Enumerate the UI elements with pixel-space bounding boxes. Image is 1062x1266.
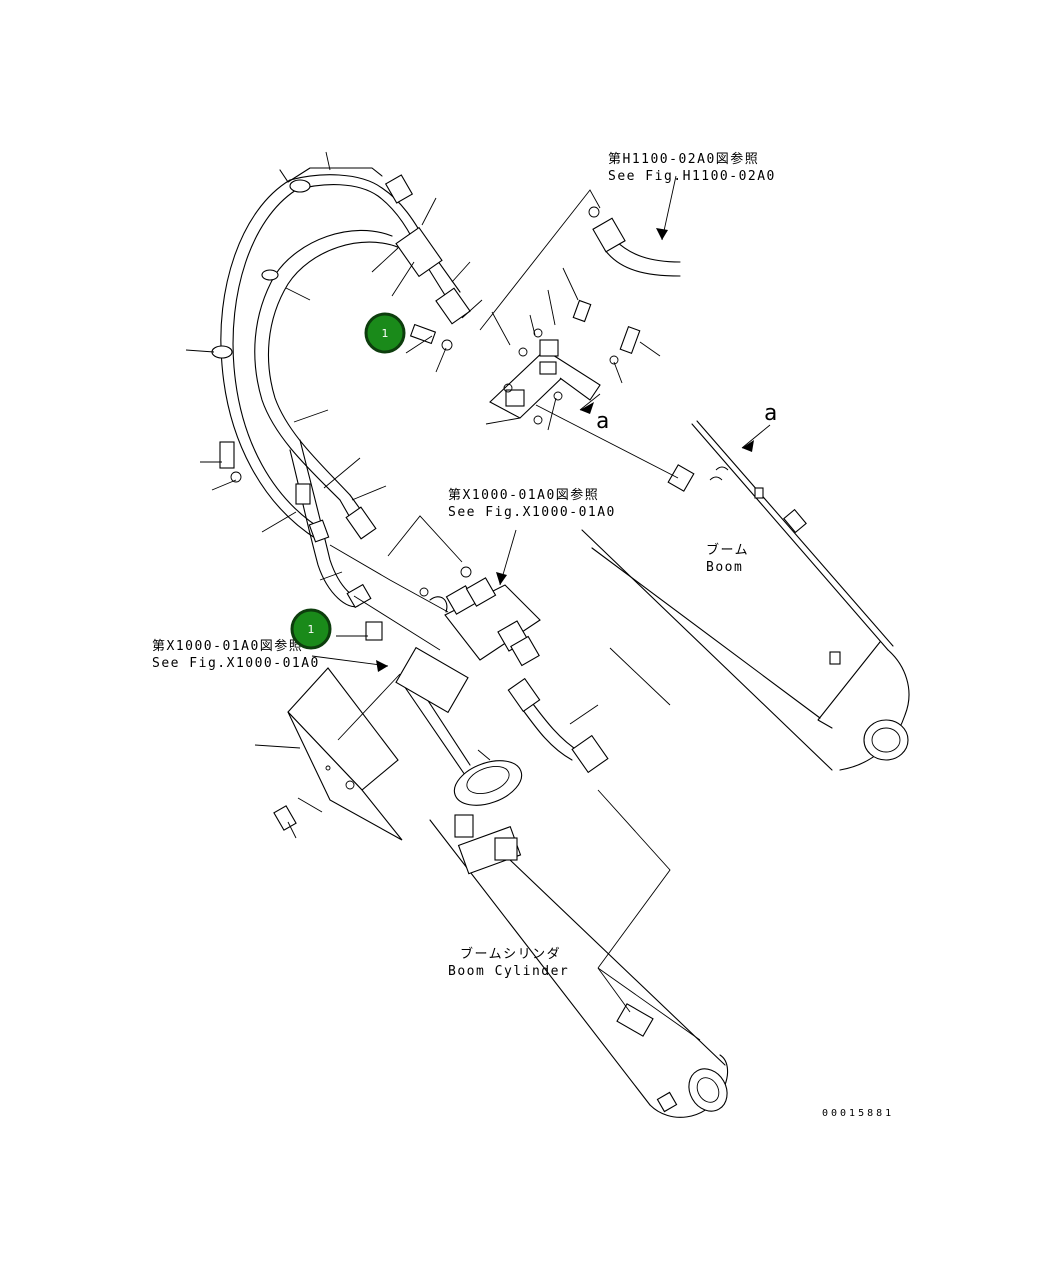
boom-label-en: Boom	[706, 560, 743, 575]
boom-drawing	[581, 420, 910, 771]
ref-x1000-top-jp: 第X1000-01A0図参照	[448, 487, 599, 503]
leader-lines	[185, 151, 771, 1041]
guard-plate	[287, 667, 403, 841]
ref-x1000-top-en: See Fig.X1000-01A0	[448, 505, 616, 520]
callout-badge-1[interactable]: 1	[364, 312, 406, 354]
view-mark-a-1: a	[596, 409, 609, 434]
callout-badge-2[interactable]: 1	[290, 608, 332, 650]
hose-lower	[507, 677, 609, 774]
boom-cylinder-label-en: Boom Cylinder	[448, 964, 569, 979]
view-mark-a-2: a	[764, 401, 777, 426]
badge-text: 1	[382, 327, 389, 340]
ref-h1100-en: See Fig.H1100-02A0	[608, 169, 776, 184]
badge-circle	[290, 608, 332, 650]
ref-h1100-jp: 第H1100-02A0図参照	[608, 151, 759, 167]
badge-circle	[364, 312, 406, 354]
drawing-number: 00015881	[822, 1108, 894, 1119]
ref-x1000-left-jp: 第X1000-01A0図参照	[152, 638, 303, 654]
bracket-assembly	[489, 328, 601, 425]
valve-block	[395, 577, 541, 714]
badge-text: 1	[308, 623, 315, 636]
hose-assembly	[211, 167, 471, 609]
boom-cylinder-label-jp: ブームシリンダ	[460, 946, 561, 962]
boom-cylinder-drawing	[399, 669, 729, 1118]
bolts	[219, 206, 695, 831]
arrow-markers	[376, 228, 754, 672]
hose-h1100	[592, 217, 681, 277]
boom-label-jp: ブーム	[706, 542, 749, 558]
ref-x1000-left-en: See Fig.X1000-01A0	[152, 656, 320, 671]
